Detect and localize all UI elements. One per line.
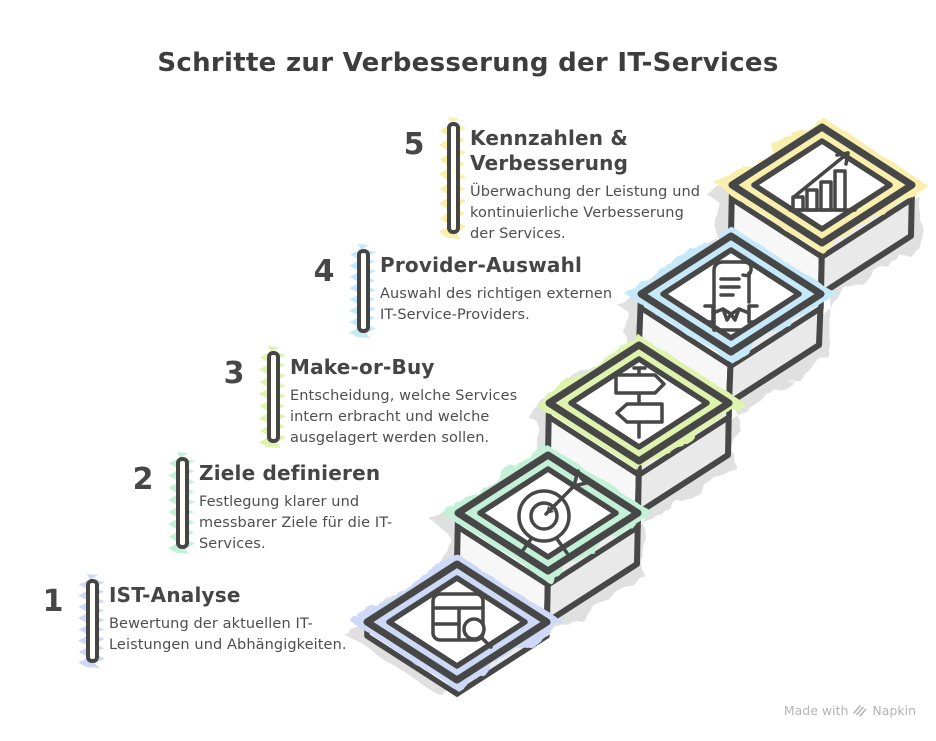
step-description: Bewertung der aktuellen IT- Leistungen u… — [109, 616, 347, 653]
step-title: Kennzahlen & Verbesserung — [470, 126, 629, 175]
step-5-tile-outer — [728, 123, 916, 247]
step-description: Auswahl des richtigen externen IT-Servic… — [380, 286, 613, 323]
step-title: IST-Analyse — [109, 583, 241, 607]
step-3-tile-outer — [545, 341, 733, 465]
stair-step-3 — [524, 335, 745, 525]
step-1-tile-outer — [363, 560, 551, 684]
step-number: 4 — [313, 254, 335, 289]
watermark-brand: Napkin — [872, 703, 916, 718]
watermark-prefix: Made with — [783, 703, 849, 718]
step-description: Überwachung der Leistung und kontinuierl… — [470, 184, 701, 242]
signpost-icon — [614, 366, 666, 439]
step-bar — [267, 351, 280, 443]
target-arrow-icon — [517, 469, 588, 555]
watermark: Made with Napkin — [784, 703, 916, 718]
step-description: Festlegung klarer und messbarer Ziele fü… — [199, 494, 393, 552]
step-description: Entscheidung, welche Services intern erb… — [290, 388, 518, 446]
step-title: Ziele definieren — [199, 461, 381, 485]
table-search-icon — [431, 592, 493, 649]
step-number: 2 — [132, 462, 154, 497]
step-bar — [176, 457, 189, 549]
stair-step-1 — [342, 554, 563, 697]
step-bar — [357, 249, 370, 333]
step-4-tile-outer — [637, 232, 825, 356]
contract-handshake-icon — [703, 260, 759, 332]
step-bar — [447, 122, 460, 234]
step-number: 5 — [403, 127, 425, 162]
step-2-tile-outer — [454, 451, 642, 575]
step-title: Provider-Auswahl — [380, 253, 583, 277]
page-title: Schritte zur Verbesserung der IT-Service… — [157, 48, 779, 78]
step-number: 3 — [223, 356, 245, 391]
step-number: 1 — [42, 584, 64, 619]
napkin-logo-icon — [853, 705, 867, 717]
step-1-tile-inner — [386, 575, 528, 669]
stair-step-4 — [616, 226, 837, 415]
step-title: Make-or-Buy — [290, 355, 435, 379]
growth-chart-icon — [788, 151, 857, 212]
stair-step-2 — [433, 445, 654, 634]
step-bar — [86, 579, 99, 663]
